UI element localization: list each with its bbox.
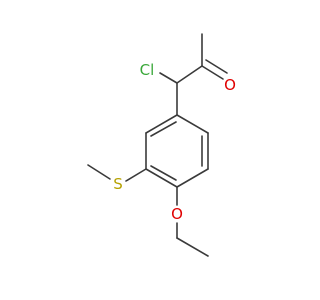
molecule-structure: Cl O S O — [87, 33, 236, 257]
atom-label-carbonyl-oxygen: O — [224, 76, 236, 94]
atom-label-sulfur: S — [113, 175, 123, 193]
ring-bond-6-inner — [150, 121, 177, 137]
bond-chcl-to-carbonyl — [176, 65, 203, 84]
ring-bond-3 — [176, 168, 209, 188]
atom-label-chlorine: Cl — [140, 61, 155, 79]
atom-label-ether-oxygen: O — [171, 205, 183, 223]
bond-layer — [87, 33, 228, 257]
ring-bond-6 — [145, 114, 178, 134]
bond-c-o-double-2 — [205, 59, 228, 74]
bond-ring-to-s — [125, 168, 147, 182]
bond-c-cl — [159, 72, 178, 84]
ring-bond-4 — [145, 168, 178, 188]
ring-bond-1 — [176, 114, 209, 134]
ring-bond-4-inner — [150, 165, 177, 181]
label-layer: Cl O S O — [113, 61, 236, 223]
bond-s-to-methyl — [87, 164, 111, 180]
bond-ch2-to-ch3 — [176, 237, 209, 257]
bond-c-o-double-1 — [201, 65, 224, 80]
